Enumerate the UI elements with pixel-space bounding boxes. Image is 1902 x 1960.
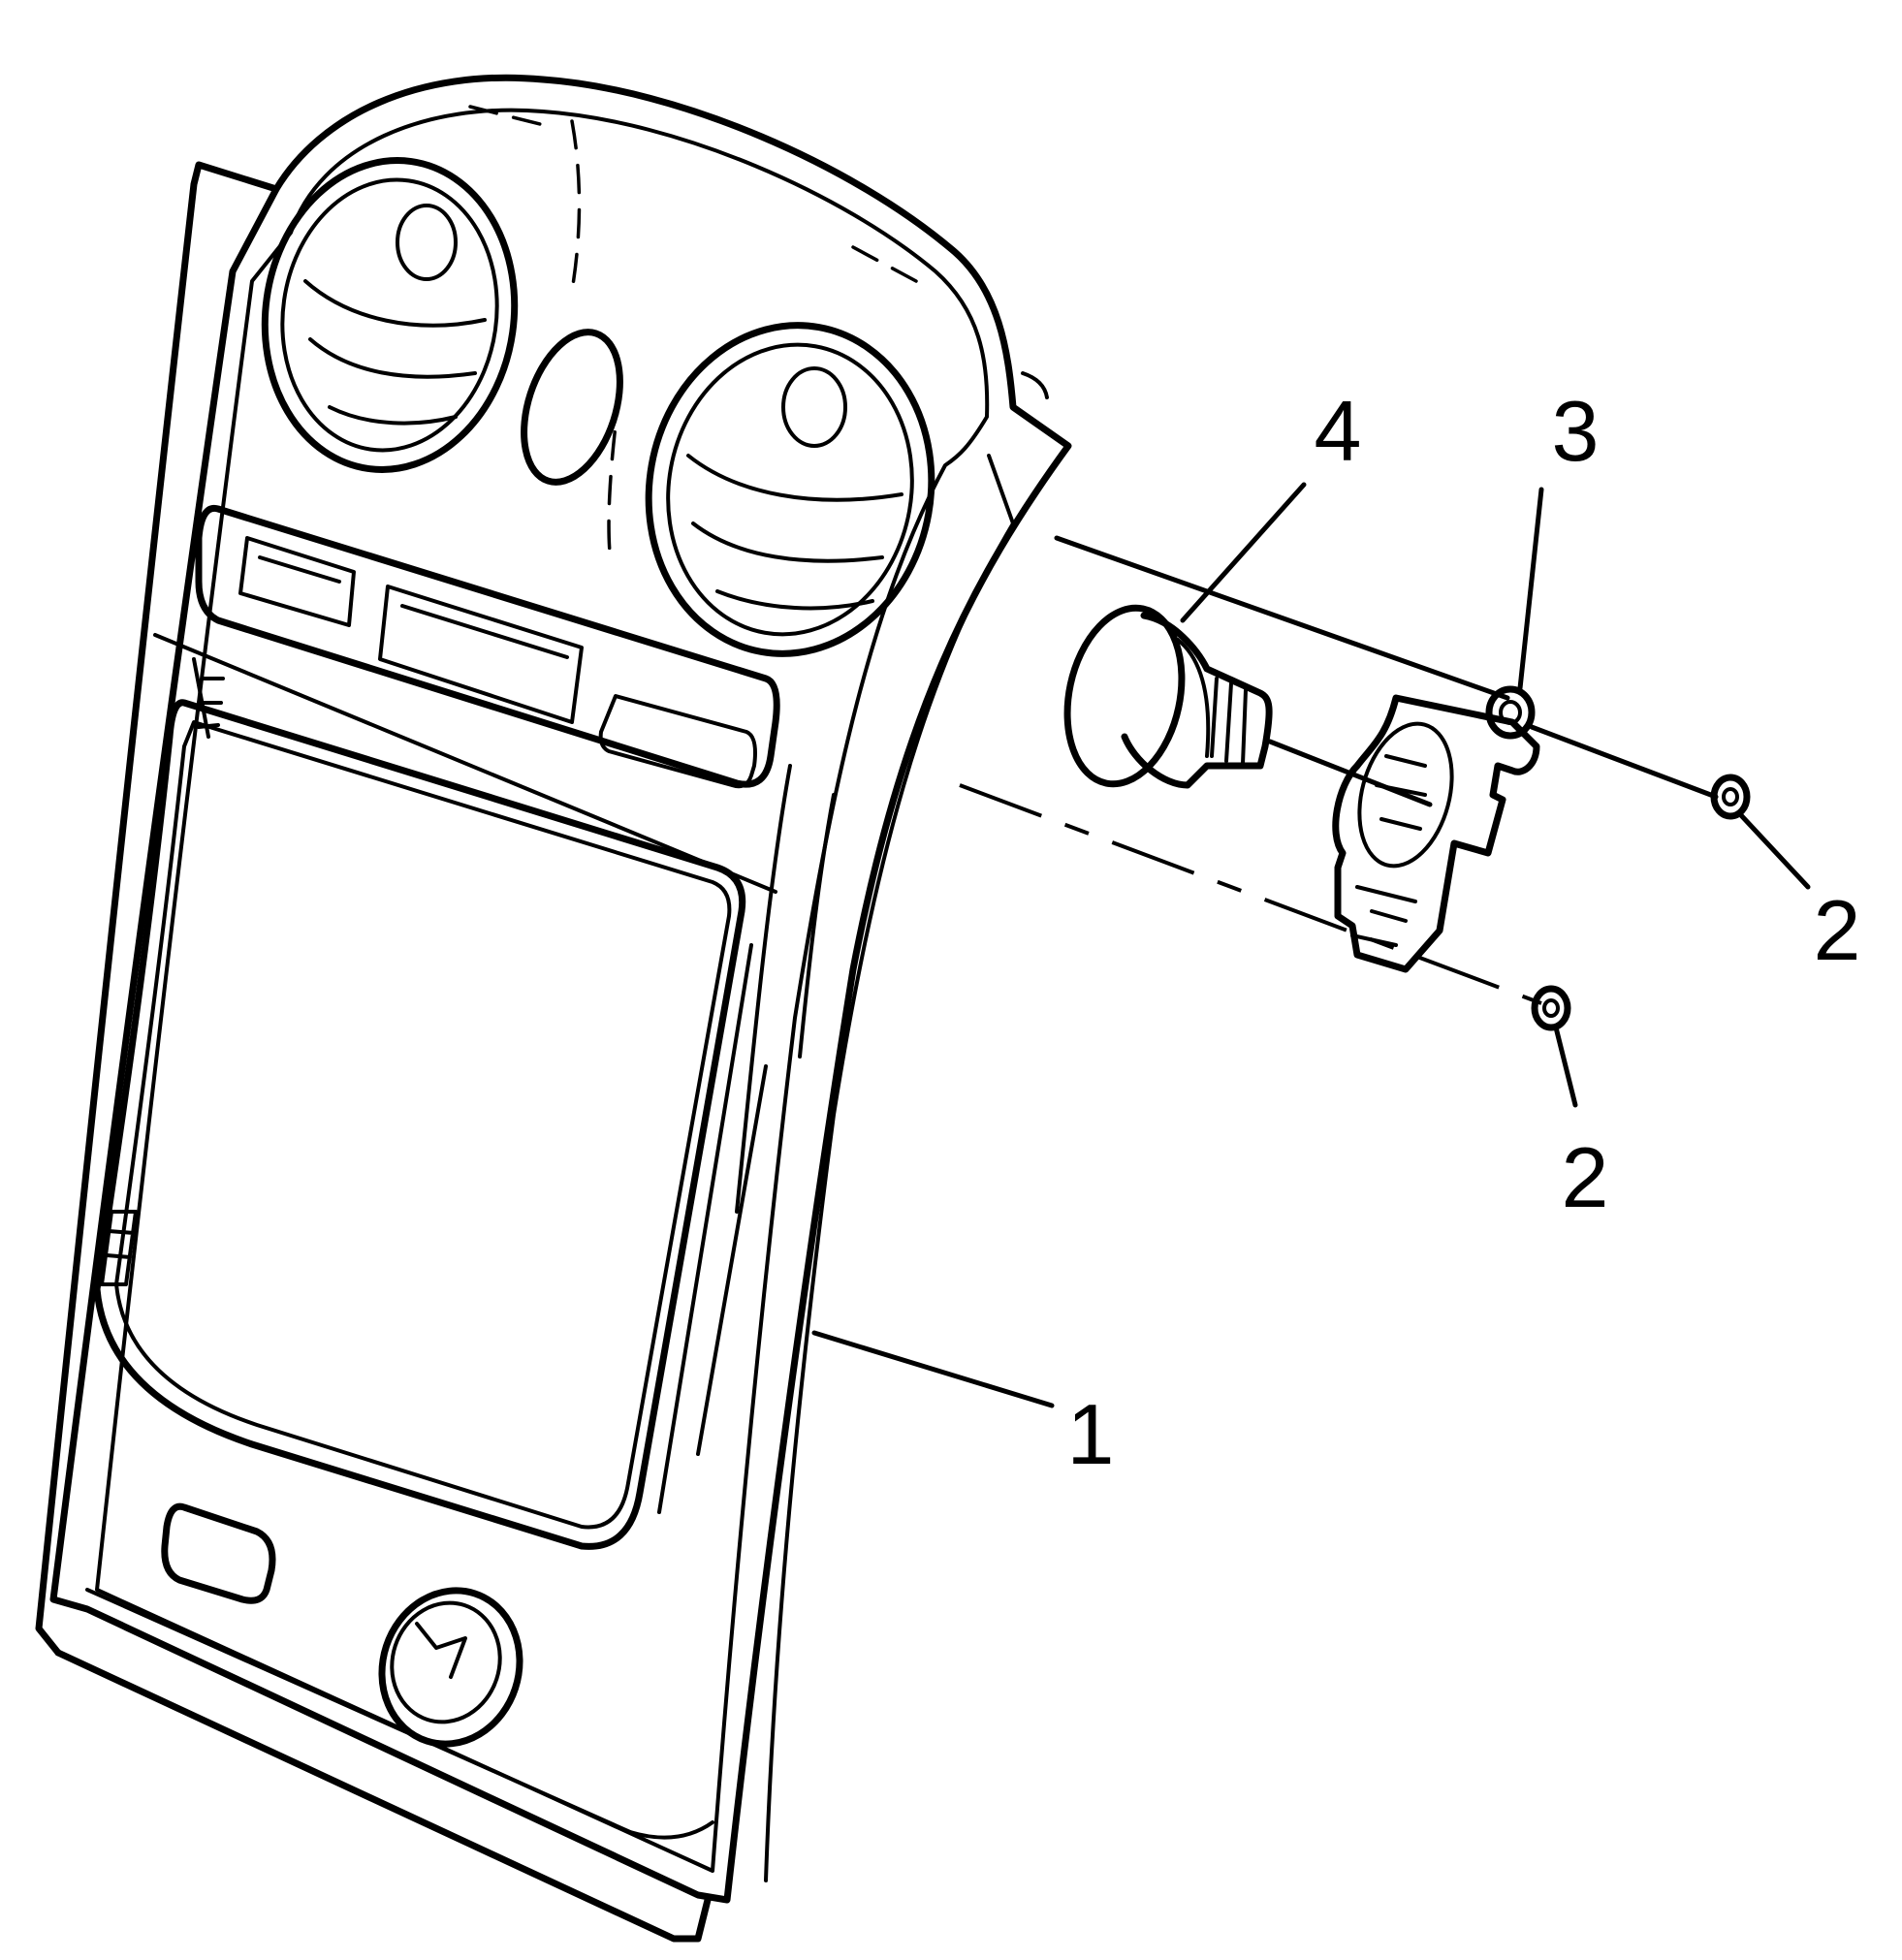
bottom-knob (378, 1587, 523, 1748)
trim-panel (35, 74, 1072, 1943)
retainer-bracket (1332, 685, 1540, 973)
center-oval-switch (521, 329, 623, 486)
callout-4: 4 (1315, 383, 1362, 479)
callout-3: 3 (1552, 383, 1600, 479)
right-air-vent (645, 322, 935, 657)
screw-lower (1531, 985, 1571, 1031)
power-outlet-sleeve (1063, 604, 1273, 789)
upper-clip (192, 657, 225, 739)
explode-lines (959, 535, 1719, 1005)
lower-oval-button (161, 1502, 276, 1604)
left-air-vent (261, 157, 519, 473)
button-strip (195, 504, 780, 789)
callout-leaders (811, 482, 1811, 1408)
display-opening (93, 699, 746, 1550)
screw-upper (1710, 774, 1751, 820)
callout-2-lower: 2 (1562, 1129, 1609, 1225)
callout-1: 1 (1067, 1386, 1115, 1482)
callout-2-upper: 2 (1814, 882, 1861, 978)
